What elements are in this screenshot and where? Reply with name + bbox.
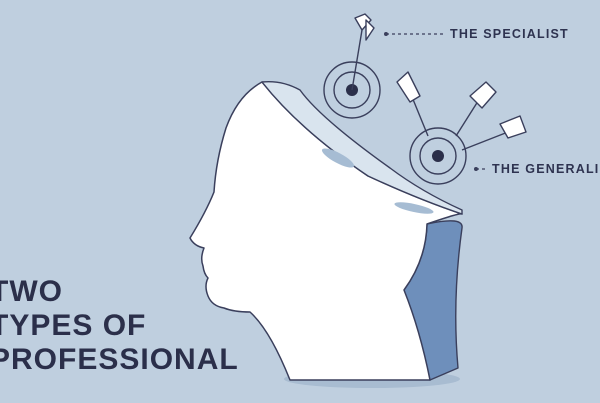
cut-highlight (321, 148, 355, 168)
title-line-1: TWO (0, 275, 63, 308)
generalist-target (409, 127, 467, 185)
generalist-leader-dot (474, 167, 478, 171)
specialist-arrow (351, 13, 375, 91)
page-title: TWO TYPES OF PROFESSIONAL (0, 275, 239, 377)
generalist-arrow (455, 81, 497, 137)
title-line-3: PROFESSIONAL (0, 343, 239, 376)
generalist-label: THE GENERALIST (492, 162, 600, 176)
title-line-2: TYPES OF (0, 309, 147, 342)
generalist-arrow (396, 71, 429, 137)
cut-highlight (394, 202, 434, 214)
specialist-label: THE SPECIALIST (450, 27, 569, 41)
specialist-leader-dot (384, 32, 388, 36)
generalist-arrow (461, 115, 527, 151)
